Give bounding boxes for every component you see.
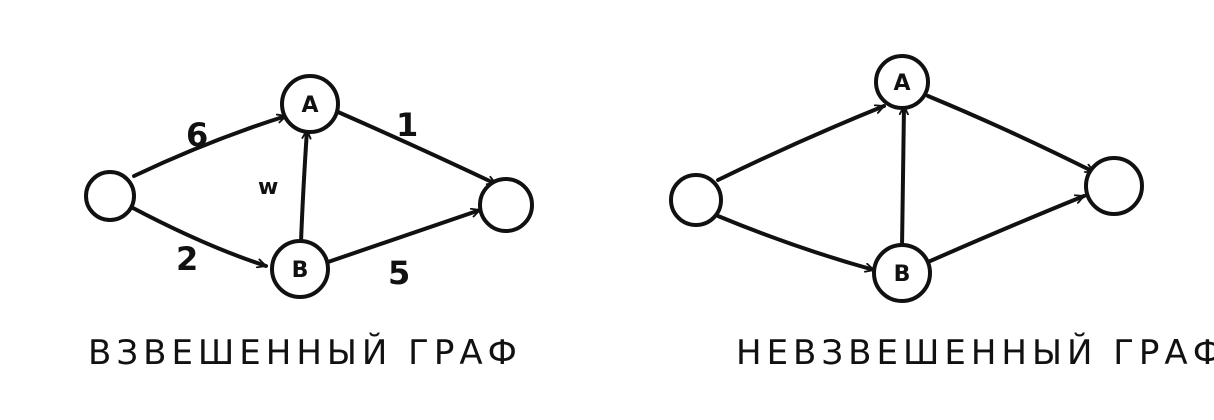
weighted-node-b: B: [270, 239, 330, 299]
weighted-edge-a-to-end: [336, 110, 498, 186]
unweighted-node-a: A: [874, 54, 930, 110]
unweighted-node-b: B: [872, 243, 932, 303]
weighted-node-b-label: B: [292, 258, 309, 283]
unweighted-node-b-label: B: [894, 262, 911, 287]
unweighted-edge-start-to-a: [716, 104, 886, 182]
weighted-graph: A B 6 2 w 1 5: [84, 74, 534, 299]
unweighted-edge-b-to-a: [902, 104, 904, 250]
unweighted-edge-a-to-end: [926, 94, 1096, 174]
unweighted-edge-start-to-b: [716, 214, 876, 270]
unweighted-graph-caption: НЕВЗВЕШЕННЫЙ ГРАФ: [736, 333, 1214, 373]
weighted-node-a-label: A: [301, 93, 318, 118]
weight-label-a-to-end: 1: [396, 106, 418, 144]
weight-label-b-to-a: w: [258, 175, 278, 200]
unweighted-start-node: [669, 173, 723, 227]
weighted-edge-b-to-a: [299, 128, 307, 244]
weighted-edge-b-to-end: [326, 210, 482, 264]
weighted-graph-caption: ВЗВЕШЕННЫЙ ГРАФ: [88, 333, 522, 373]
weighted-edge-start-to-b: [131, 206, 268, 266]
weight-label-start-to-a: 6: [186, 116, 208, 154]
weighted-edge-start-to-a: [132, 116, 288, 178]
weight-label-b-to-end: 5: [388, 254, 410, 292]
weighted-node-a: A: [280, 74, 340, 134]
unweighted-edge-b-to-end: [926, 194, 1086, 264]
weighted-start-node: [84, 170, 136, 222]
weighted-end-node: [478, 177, 534, 233]
unweighted-node-a-label: A: [893, 71, 910, 96]
unweighted-graph: A B: [669, 54, 1144, 303]
weight-label-start-to-b: 2: [176, 240, 198, 278]
unweighted-end-node: [1084, 156, 1144, 216]
